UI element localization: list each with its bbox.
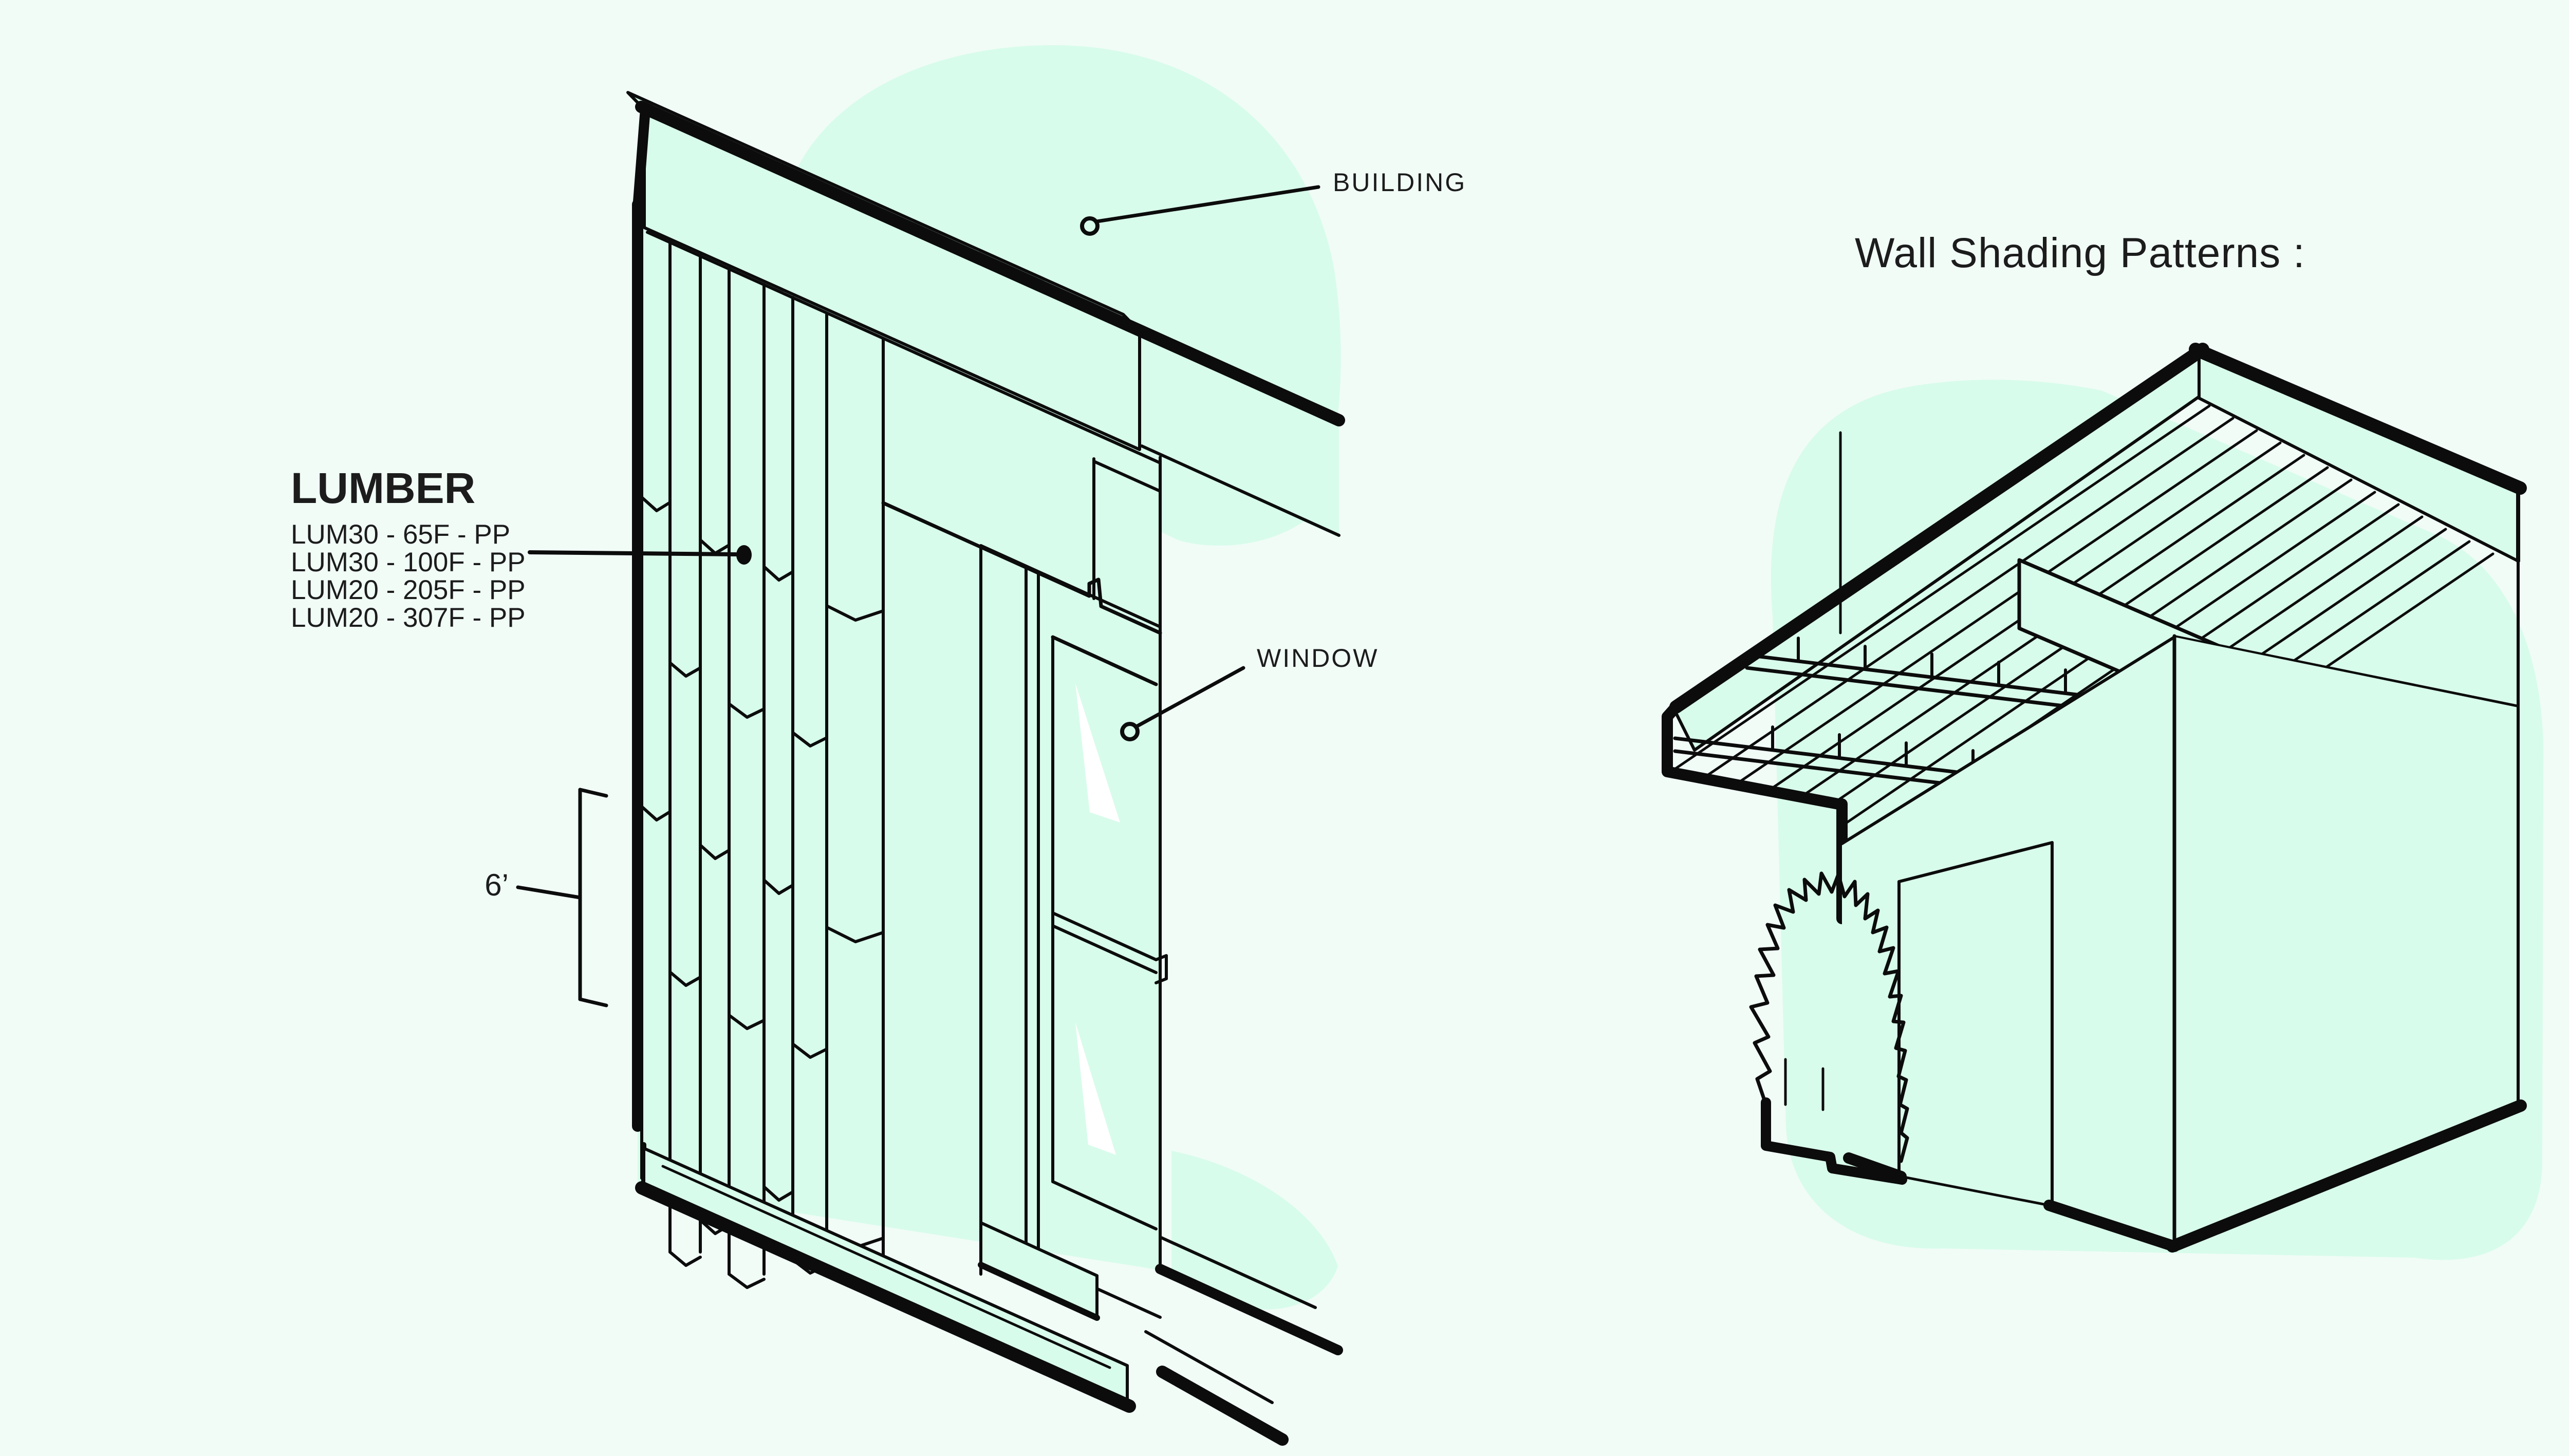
lumber-spec-item: LUM30 - 100F - PP [291, 547, 526, 577]
lumber-label: LUMBER [291, 464, 476, 512]
wall-face [638, 221, 1160, 1270]
backdrop-blob-tail [1171, 1151, 1338, 1310]
soffit-wall-junction [2172, 635, 2518, 708]
eave-corner-thick [1662, 701, 1844, 810]
door-opening [1897, 841, 2054, 1209]
beam-outline-thick [635, 101, 1345, 426]
building-callout [1080, 185, 1320, 236]
building-label: BUILDING [1333, 168, 1467, 197]
building-callout-circle [1080, 216, 1100, 236]
planter-curb-thick [1761, 1097, 1907, 1185]
lumber-annotation-block: LUMBER LUM30 - 65F - PP LUM30 - 100F - P… [291, 466, 526, 632]
lumber-spec-item: LUM20 - 205F - PP [291, 575, 526, 605]
window-callout [1120, 666, 1245, 741]
height-dimension-label: 6’ [485, 868, 509, 902]
sheet-title: Wall Shading Patterns : [1855, 230, 2305, 276]
roof-edge-left-thick [1669, 343, 2209, 714]
window-label: WINDOW [1257, 644, 1379, 673]
left-wall-face [1842, 637, 2174, 1245]
glass-glint-upper [1075, 683, 1120, 823]
height-dimension-bracket [516, 788, 608, 1007]
lumber-boards [640, 228, 885, 1289]
glass-glint-lower [1075, 1022, 1116, 1155]
fascia-band-right [1140, 329, 1339, 537]
lumber-spec-list: LUM30 - 65F - PP LUM30 - 100F - PP LUM20… [291, 521, 526, 632]
window-callout-circle [1120, 722, 1140, 741]
roof-edge-right-thick [2189, 343, 2527, 495]
lumber-spec-item: LUM30 - 65F - PP [291, 519, 511, 550]
facade-lumber-detail-drawing [516, 45, 1345, 1446]
lumber-spec-item: LUM20 - 307F - PP [291, 603, 526, 633]
canopy-shading-drawing [1662, 343, 2544, 1260]
shrub-outline [1749, 871, 1909, 1163]
lumber-callout [528, 545, 752, 565]
lumber-leader-dot [736, 545, 752, 565]
right-wall-face [2174, 637, 2518, 1245]
